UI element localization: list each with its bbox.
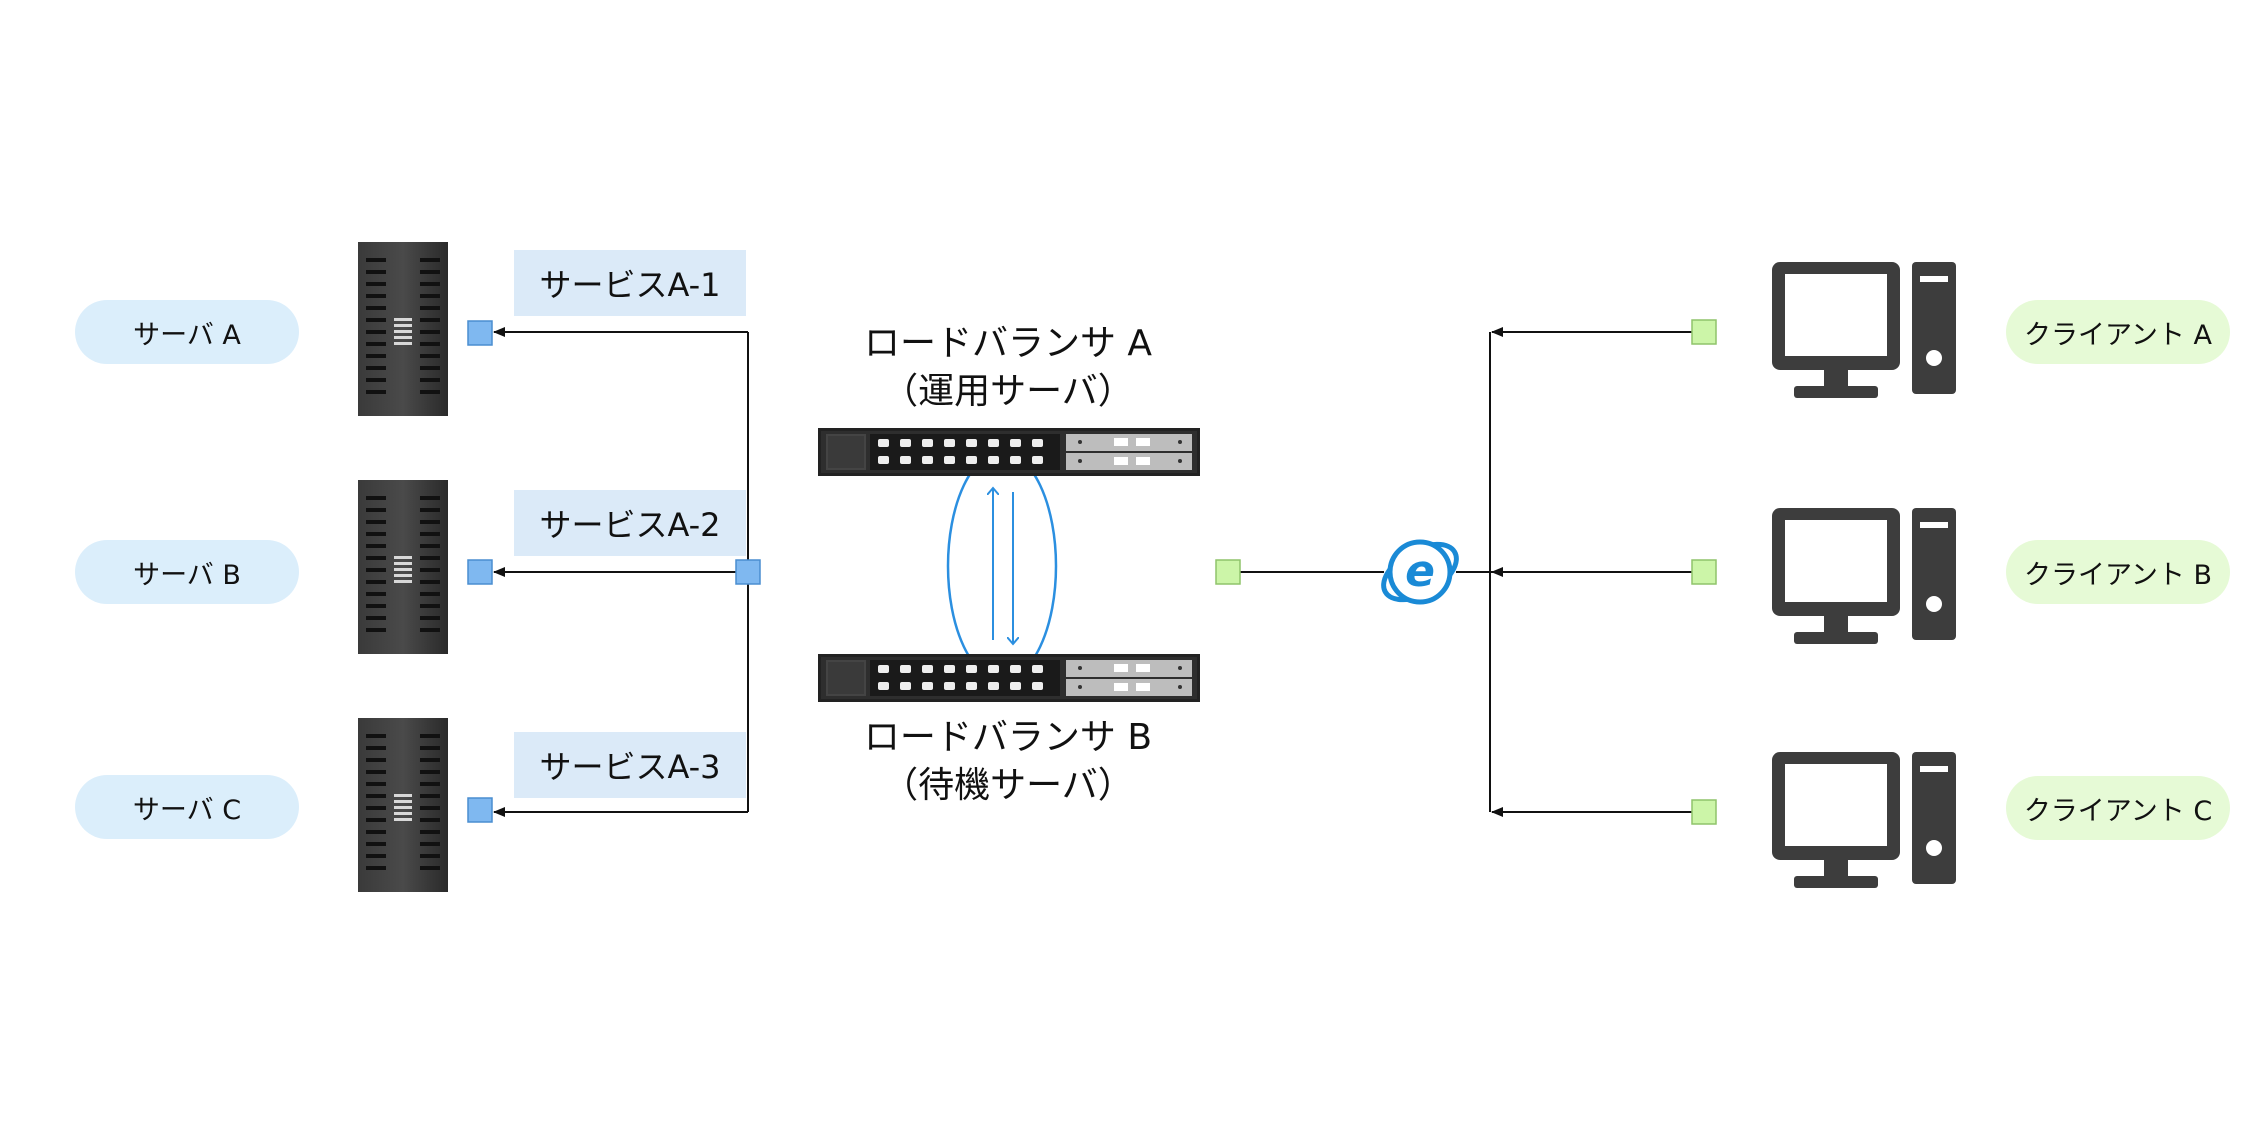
load-balancer-b-role: （待機サーバ）: [882, 765, 1134, 806]
network-switch-icon: [818, 654, 1200, 702]
svg-text:e: e: [1405, 546, 1435, 597]
service-label-a3: サービスA-3: [514, 732, 746, 798]
service-label-a2: サービスA-2: [514, 490, 746, 556]
client-port: [1691, 559, 1717, 585]
client-label-c: クライアント C: [2006, 776, 2230, 840]
failover-loop: [946, 450, 1058, 682]
internet-explorer-icon: e: [1381, 536, 1459, 608]
service-label-a1: サービスA-1: [514, 250, 746, 316]
client-port: [1691, 319, 1717, 345]
load-balancer-b-name: ロードバランサ B: [863, 717, 1153, 758]
server-label-b: サーバ B: [75, 540, 299, 604]
server-rack-icon: [358, 242, 448, 416]
hub-port: [735, 559, 761, 585]
client-label-a: クライアント A: [2006, 300, 2230, 364]
server-label-a: サーバ A: [75, 300, 299, 364]
server-rack-icon: [358, 718, 448, 892]
load-balancer-a-label: ロードバランサ A （運用サーバ）: [798, 320, 1218, 416]
gateway-port: [1215, 559, 1241, 585]
server-rack-icon: [358, 480, 448, 654]
client-label-b: クライアント B: [2006, 540, 2230, 604]
server-port: [467, 559, 493, 585]
load-balancer-b-label: ロードバランサ B （待機サーバ）: [798, 714, 1218, 810]
desktop-computer-icon: [1772, 262, 1956, 398]
client-port: [1691, 799, 1717, 825]
client-connectors: [1236, 327, 1700, 817]
server-label-c: サーバ C: [75, 775, 299, 839]
load-balancer-a-name: ロードバランサ A: [863, 323, 1153, 364]
load-balancer-a-role: （運用サーバ）: [882, 371, 1134, 412]
server-port: [467, 797, 493, 823]
network-switch-icon: [818, 428, 1200, 476]
desktop-computer-icon: [1772, 752, 1956, 888]
server-port: [467, 320, 493, 346]
desktop-computer-icon: [1772, 508, 1956, 644]
